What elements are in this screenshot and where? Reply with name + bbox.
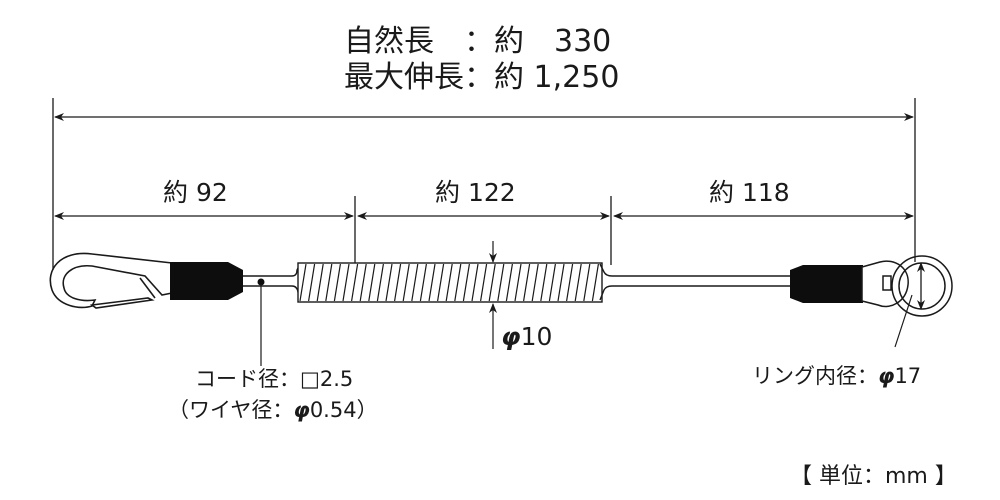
- straight-section-label: 約 118: [709, 178, 790, 207]
- right-cord: [599, 263, 790, 301]
- ring-leader-line: [894, 294, 913, 348]
- coil-section-label: 約 122: [435, 178, 516, 207]
- wire-diameter-label: （ワイヤ径：φ0.54）: [168, 398, 378, 422]
- natural-length-label: 自然長 ：約 330: [344, 24, 612, 59]
- right-ferrule: [790, 265, 863, 303]
- cord-point-marker: [257, 278, 265, 286]
- phi-symbol: φ: [501, 322, 521, 351]
- ring-inner-diameter-label: リング内径：φ17: [752, 364, 922, 388]
- max-extension-label: 最大伸長：約 1,250: [344, 60, 620, 95]
- hook-section-label: 約 92: [163, 178, 228, 207]
- carabiner-icon: [49, 252, 173, 309]
- unit-label: 【 単位：mm 】: [790, 464, 957, 489]
- extension-lines: [52, 98, 916, 270]
- left-ferrule: [170, 262, 243, 300]
- left-cord: [243, 263, 301, 301]
- ring-attachment-icon: [861, 255, 953, 317]
- coil-spring: [297, 262, 603, 303]
- coil-diameter-label: φ10: [501, 322, 553, 351]
- cord-diameter-label: コード径：□2.5: [195, 367, 354, 391]
